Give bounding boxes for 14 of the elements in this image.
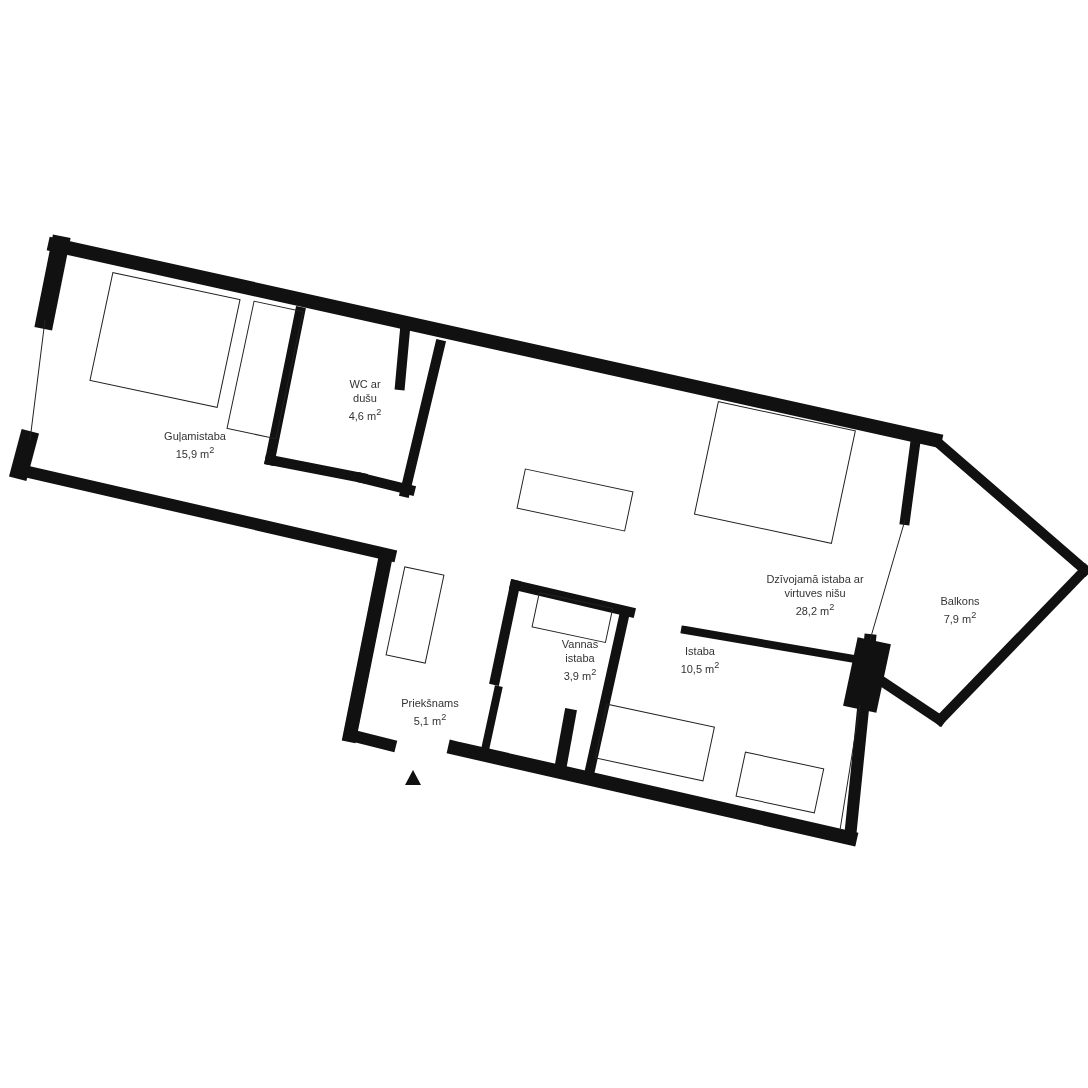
room-name: Balkons (939, 594, 981, 609)
room-name: Dzīvojamā istaba ar virtuves nišu (765, 572, 865, 601)
room-area: 5,1 m$^{2}$ (390, 710, 470, 728)
room-area: 3,9 m$^{2}$ (550, 665, 610, 683)
room-name: Vannas istaba (560, 637, 600, 666)
room-name: Priekšnams (400, 696, 460, 711)
room-name: Guļamistaba (163, 429, 227, 444)
room-area: 7,9 m$^{2}$ (920, 608, 1000, 626)
room-area: 15,9 m$^{2}$ (140, 443, 250, 461)
room-name: WC ar dušu (348, 377, 382, 406)
room-name: Istaba (684, 644, 716, 659)
room-area: 4,6 m$^{2}$ (340, 405, 390, 423)
room-area: 10,5 m$^{2}$ (665, 658, 735, 676)
room-area: 28,2 m$^{2}$ (760, 600, 870, 618)
